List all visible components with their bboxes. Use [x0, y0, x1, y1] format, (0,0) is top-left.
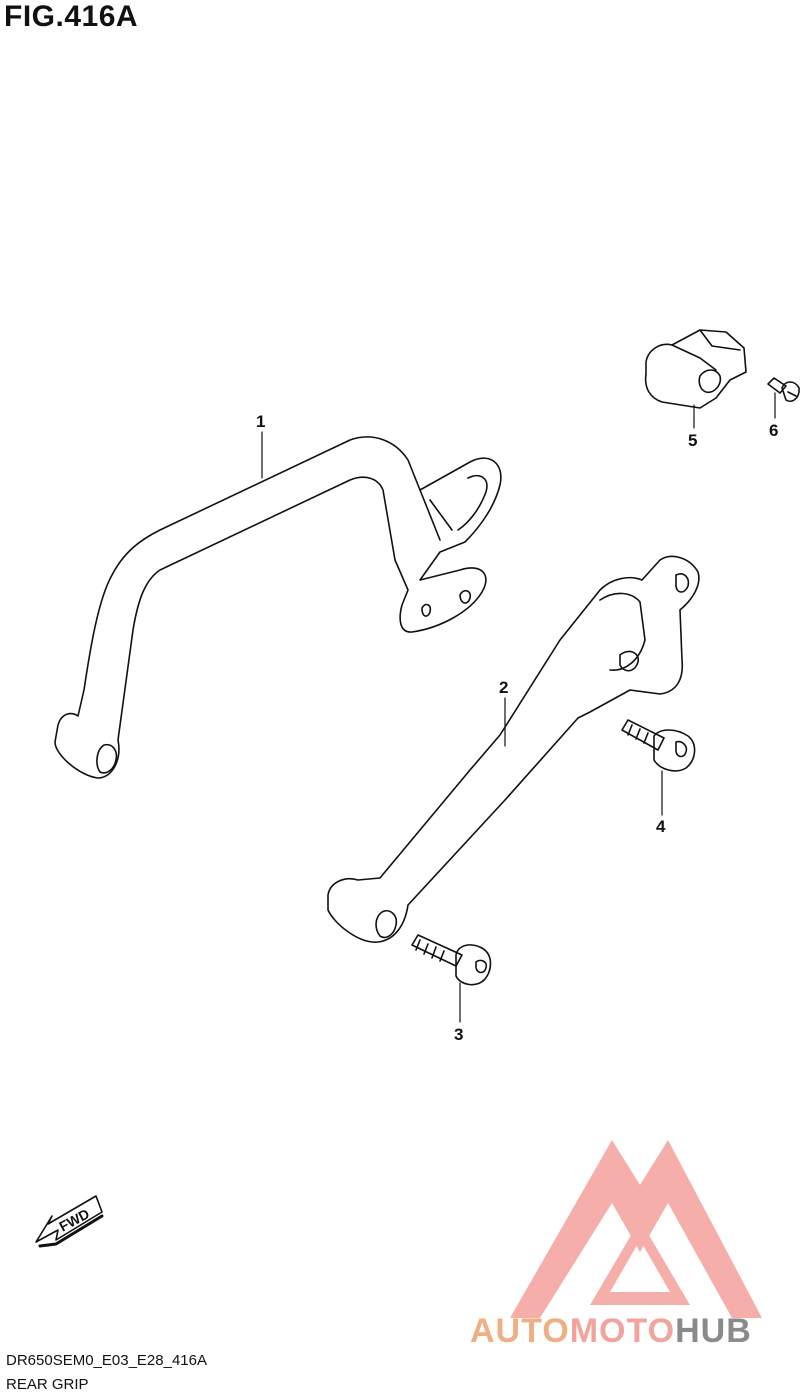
screw-part-6 — [767, 377, 800, 403]
brand-part-auto: AUTO — [470, 1312, 570, 1350]
bolt-part-4 — [621, 719, 696, 772]
leader-lines — [261, 392, 776, 1023]
figure-title: FIG.416A — [4, 0, 139, 33]
brand-part-hub: HUB — [675, 1312, 752, 1350]
footer-name: REAR GRIP — [6, 1376, 89, 1393]
clip-part-5 — [644, 329, 747, 409]
callout-3: 3 — [454, 1025, 464, 1044]
callout-5: 5 — [688, 431, 698, 450]
callout-4: 4 — [656, 817, 666, 836]
fwd-arrow-icon: FWD — [35, 1195, 104, 1248]
watermark-brand: AUTOMOTOHUB — [470, 1312, 752, 1351]
watermark-logo-icon — [510, 1140, 762, 1318]
callout-6: 6 — [769, 421, 779, 440]
brand-part-moto: MOTO — [569, 1312, 676, 1350]
footer-code: DR650SEM0_E03_E28_416A — [6, 1352, 207, 1369]
rear-grip-left-part — [54, 436, 502, 779]
callout-1: 1 — [256, 412, 266, 431]
rear-grip-right-part — [327, 555, 700, 943]
callout-2: 2 — [499, 678, 509, 697]
bolt-part-3 — [411, 934, 492, 986]
